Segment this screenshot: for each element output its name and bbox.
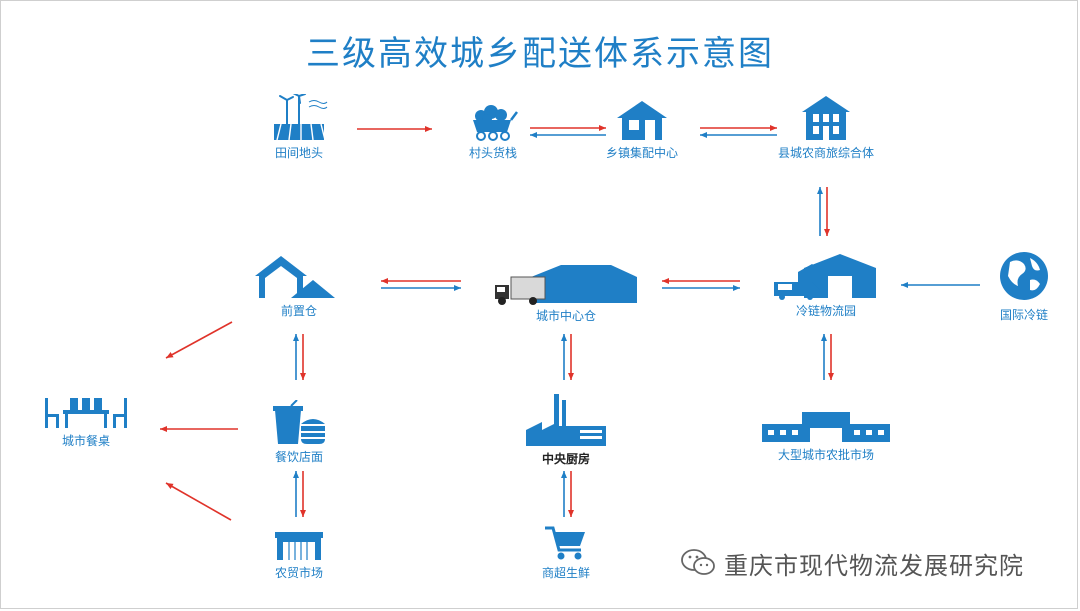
node-central-kitchen: 中央厨房 bbox=[491, 392, 641, 467]
node-label: 大型城市农批市场 bbox=[777, 448, 874, 462]
node-label: 餐饮店面 bbox=[274, 450, 323, 464]
factory-icon bbox=[526, 394, 606, 446]
node-county-complex: 县城农商旅综合体 bbox=[751, 94, 901, 161]
globe-icon bbox=[1000, 252, 1048, 300]
node-farmers-market: 农贸市场 bbox=[224, 530, 374, 581]
node-wholesale-market: 大型城市农批市场 bbox=[751, 410, 901, 463]
node-label: 国际冷链 bbox=[999, 308, 1048, 322]
warehouse-outline-icon bbox=[255, 256, 335, 298]
node-label: 城市中心仓 bbox=[535, 309, 596, 323]
arrow-market-to-table bbox=[165, 482, 232, 521]
node-cold-chain-park: 冷链物流园 bbox=[751, 252, 901, 319]
storefront-icon bbox=[275, 532, 323, 560]
dining-table-icon bbox=[45, 398, 127, 428]
node-city-table: 城市餐桌 bbox=[11, 396, 161, 449]
node-label: 商超生鲜 bbox=[541, 566, 590, 580]
node-label: 中央厨房 bbox=[541, 452, 590, 466]
node-field: 田间地头 bbox=[224, 94, 374, 161]
node-label: 冷链物流园 bbox=[795, 304, 856, 318]
wechat-icon bbox=[681, 549, 715, 575]
node-international-cold-chain: 国际冷链 bbox=[949, 248, 1080, 323]
node-label: 前置仓 bbox=[280, 304, 317, 318]
node-label: 村头货栈 bbox=[468, 146, 517, 160]
farm-field-icon bbox=[274, 94, 328, 141]
house-icon bbox=[617, 101, 667, 140]
node-front-warehouse: 前置仓 bbox=[224, 254, 374, 319]
node-label: 县城农商旅综合体 bbox=[777, 146, 874, 160]
node-label: 城市餐桌 bbox=[61, 434, 110, 448]
watermark: 重庆市现代物流发展研究院 bbox=[680, 545, 1024, 581]
arrow-front-to-table bbox=[165, 321, 233, 359]
watermark-text: 重庆市现代物流发展研究院 bbox=[724, 551, 1024, 580]
fast-food-icon bbox=[273, 400, 325, 444]
diagram-title: 三级高效城乡配送体系示意图 bbox=[306, 34, 774, 74]
market-building-icon bbox=[762, 412, 890, 442]
node-town-center: 乡镇集配中心 bbox=[567, 98, 717, 161]
cold-storage-icon bbox=[774, 254, 876, 300]
node-supermarket: 商超生鲜 bbox=[491, 524, 641, 581]
node-village-stall: 村头货栈 bbox=[418, 100, 568, 161]
node-label: 田间地头 bbox=[274, 146, 323, 160]
cart-icon bbox=[473, 105, 518, 141]
node-label: 乡镇集配中心 bbox=[605, 146, 678, 160]
truck-warehouse-icon bbox=[495, 265, 637, 305]
node-city-center-warehouse: 城市中心仓 bbox=[491, 263, 641, 324]
shopping-cart-icon bbox=[545, 526, 585, 560]
node-label: 农贸市场 bbox=[274, 566, 323, 580]
node-restaurant: 餐饮店面 bbox=[224, 400, 374, 465]
building-icon bbox=[802, 96, 850, 140]
